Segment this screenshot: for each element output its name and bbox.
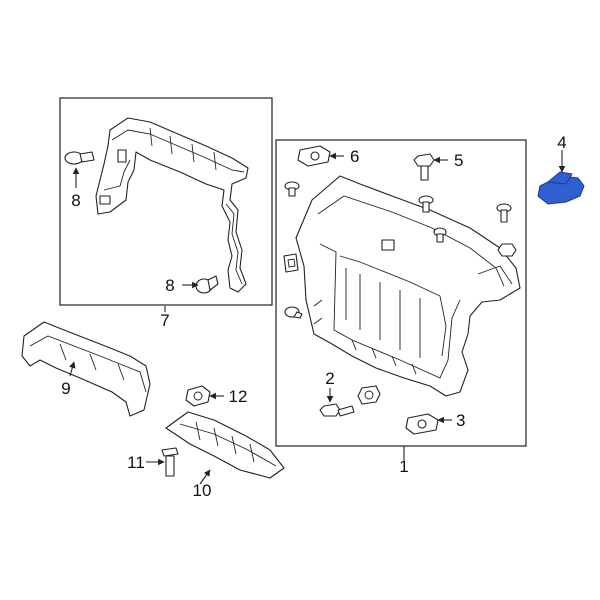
callout-8-upper: 8 (71, 191, 80, 210)
callout-5: 5 (454, 151, 463, 170)
callout-11: 11 (127, 453, 145, 472)
fastener-bolt-mid (418, 195, 434, 213)
part-3-clip-nut (405, 413, 439, 435)
callout-8-lower: 8 (165, 276, 174, 295)
part-9-tie-bar (21, 321, 151, 417)
fastener-bolt-left (284, 181, 300, 197)
callout-12: 12 (229, 387, 248, 406)
part-4-bracket-highlighted (537, 171, 585, 205)
part-6-clip-nut (297, 145, 331, 167)
callout-7: 7 (160, 311, 169, 330)
part-8-pin-upper (64, 151, 95, 165)
group-box-7 (59, 97, 273, 306)
fastener-bolt-right (496, 203, 512, 223)
fastener-clip-left (283, 253, 299, 273)
part-11-bolt (161, 447, 179, 477)
part-5-bolt (413, 153, 435, 181)
fastener-bolt-mid2 (433, 227, 447, 243)
callout-3: 3 (456, 411, 465, 430)
fastener-nut-lower (357, 385, 381, 405)
group-box-1 (275, 139, 527, 447)
callout-6: 6 (350, 147, 359, 166)
part-1-radiator-support (295, 175, 521, 397)
part-2-bolt (319, 403, 355, 417)
part-10-shield (165, 411, 285, 479)
fastener-bolt-left-low (284, 306, 303, 319)
fastener-nut-right (497, 243, 517, 257)
part-7-bracket (95, 117, 249, 293)
part-8-pin-lower (195, 275, 219, 294)
callout-9: 9 (61, 379, 70, 398)
callout-10: 10 (193, 481, 212, 500)
callout-2: 2 (325, 369, 334, 388)
part-12-nut (185, 385, 211, 407)
callout-1: 1 (399, 457, 408, 476)
leader-lines (69, 150, 566, 485)
callout-4: 4 (557, 133, 566, 152)
